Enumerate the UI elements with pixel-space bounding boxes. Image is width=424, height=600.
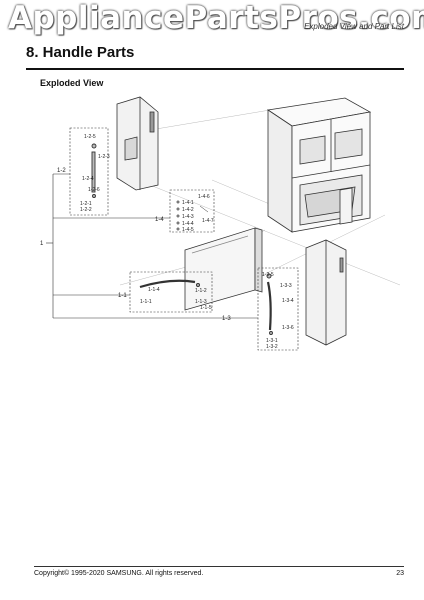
callout-1-3-3: 1-3-3 [280, 283, 292, 289]
callout-1-1: 1-1 [118, 293, 127, 299]
callout-boxes [69, 127, 299, 351]
callout-1-4-4: 1-4-4 [182, 221, 194, 227]
watermark-logo: AppliancePartsPros.com [8, 0, 424, 36]
fastener-screws [176, 200, 209, 231]
callout-1-2-1: 1-2-1 [80, 201, 92, 207]
left-door-with-dispenser [116, 96, 159, 191]
callout-1-2-2: 1-2-2 [80, 207, 92, 213]
callout-1-3-4: 1-3-4 [282, 298, 294, 304]
callout-1-1-4: 1-1-4 [148, 287, 160, 293]
callout-1-3-5: 1-3-5 [262, 272, 274, 278]
right-handle-part [266, 273, 273, 335]
callout-1-3: 1-3 [222, 316, 231, 322]
callout-1-4-5: 1-4-5 [182, 227, 194, 233]
callout-1-1-1: 1-1-1 [140, 299, 152, 305]
page-number: 23 [396, 570, 404, 577]
callout-1-2-4: 1-2-4 [82, 176, 94, 182]
callout-1-2-3: 1-2-3 [98, 154, 110, 160]
callout-1-3-6: 1-3-6 [282, 325, 294, 331]
page-title: 8. Handle Parts [26, 44, 135, 61]
box-fasteners [169, 189, 215, 233]
callout-1-4-7: 1-4-7 [202, 218, 214, 224]
callout-1-1-5: 1-1-5 [200, 305, 212, 311]
freezer-drawer-panel [184, 227, 263, 311]
footer-rule [34, 566, 404, 567]
callout-1-4-3: 1-4-3 [182, 214, 194, 220]
header-caption: Exploded View and Part List [304, 22, 404, 31]
diagram-subtitle: Exploded View [40, 78, 104, 88]
callout-1: 1 [40, 241, 44, 247]
callout-1-2: 1-2 [57, 168, 66, 174]
title-row: 8. Handle Parts [26, 42, 404, 70]
box-left-handle [69, 127, 109, 216]
callout-1-4-6: 1-4-6 [198, 194, 210, 200]
fridge-cabinet [266, 97, 372, 233]
box-right-handle [257, 267, 299, 351]
box-drawer-handle [129, 271, 213, 313]
callout-1-2-6: 1-2-6 [88, 187, 100, 193]
callout-1-4-1: 1-4-1 [182, 200, 194, 206]
right-door [305, 239, 347, 346]
callout-1-4: 1-4 [155, 217, 164, 223]
callout-1-1-3: 1-1-3 [195, 299, 207, 305]
left-handle-part [91, 143, 97, 198]
leader-lines [46, 173, 258, 319]
footer-copyright: Copyright© 1995-2020 SAMSUNG. All rights… [34, 570, 204, 577]
callout-1-1-2: 1-1-2 [195, 288, 207, 294]
callout-1-4-2: 1-4-2 [182, 207, 194, 213]
drawer-handle-part [139, 279, 200, 289]
callout-1-3-1: 1-3-1 [266, 338, 278, 344]
callout-1-2-5: 1-2-5 [84, 134, 96, 140]
callout-1-3-2: 1-3-2 [266, 344, 278, 350]
